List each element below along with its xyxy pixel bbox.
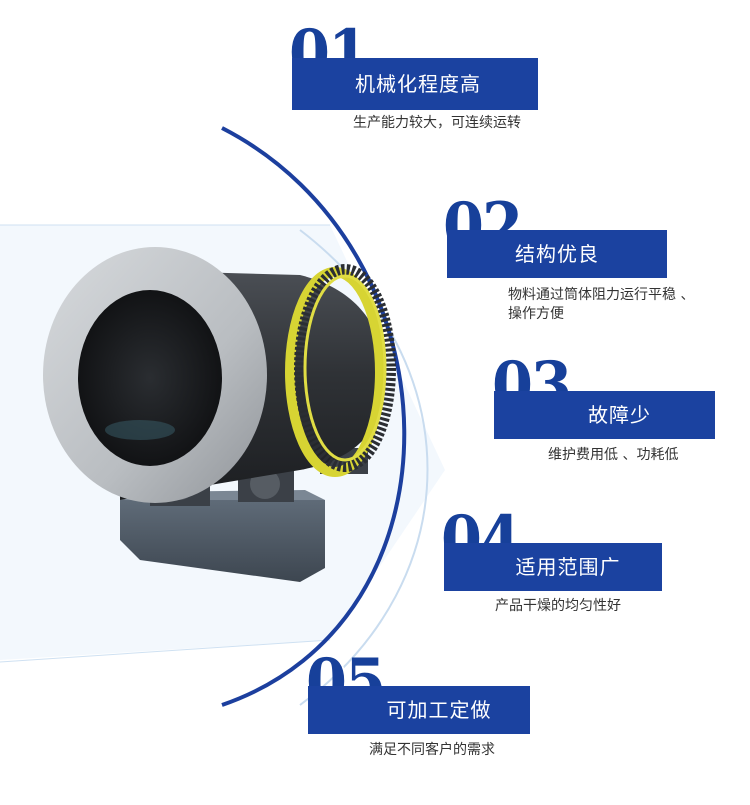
drum-opening [78,290,222,466]
gear-ring-highlight [303,274,387,462]
base-frame [120,500,325,582]
gear-ring [294,264,396,472]
drum-opening-glint [105,420,175,440]
blue-arc [221,126,407,707]
thin-guide-line-bottom [0,639,331,663]
